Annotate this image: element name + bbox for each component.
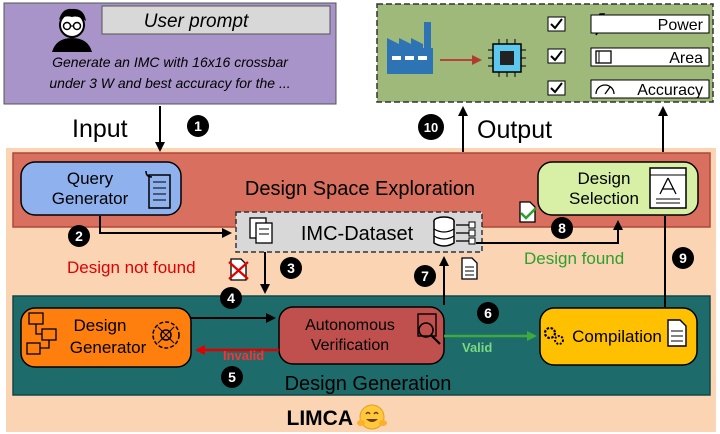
design-selection-line-1: Design xyxy=(578,169,631,188)
blueprint-icon xyxy=(649,167,687,209)
found-document-icon xyxy=(519,201,537,223)
step-badge-7: 7 xyxy=(414,265,436,287)
gear-idea-icon xyxy=(152,321,180,349)
query-generator-line-1: Query xyxy=(67,169,114,188)
check-row-area: Area xyxy=(547,47,710,67)
autonomous-verification-line-1: Autonomous xyxy=(305,317,395,334)
query-generator-node: Query Generator xyxy=(20,161,182,216)
dataset-document-icon xyxy=(461,257,478,280)
output-panel: Power Area Accuracy xyxy=(376,3,714,103)
svg-text:5: 5 xyxy=(228,369,236,385)
svg-text:9: 9 xyxy=(679,250,687,266)
step-badge-5: 5 xyxy=(221,366,243,388)
document-icon xyxy=(667,319,687,347)
arrow-query-to-dataset xyxy=(99,216,232,238)
area-icon xyxy=(595,50,612,64)
output-label: Output xyxy=(477,116,552,144)
not-found-document-icon xyxy=(228,258,249,281)
compilation-node: Compilation xyxy=(539,307,698,366)
user-prompt-panel: User prompt Generate an IMC with 16x16 c… xyxy=(3,2,337,105)
step-badge-6: 6 xyxy=(477,302,499,324)
gen-label: Design Generation xyxy=(285,373,452,395)
gauge-icon xyxy=(595,84,615,95)
gears-icon xyxy=(543,326,564,345)
valid-label: Valid xyxy=(462,340,492,355)
svg-text:10: 10 xyxy=(424,120,438,135)
design-generator-line-1: Design xyxy=(74,316,127,335)
query-generator-line-2: Generator xyxy=(52,189,129,208)
step-badge-10: 10 xyxy=(418,114,444,140)
invalid-label: Invalid xyxy=(223,348,264,363)
flowchart-icon xyxy=(26,312,57,355)
svg-text:8: 8 xyxy=(558,220,566,236)
step-badge-1: 1 xyxy=(187,115,209,137)
svg-text:2: 2 xyxy=(75,228,83,244)
check-row-accuracy: Accuracy xyxy=(547,79,710,99)
user-avatar-icon xyxy=(52,8,92,52)
factory-icon xyxy=(387,22,433,74)
prompt-title: User prompt xyxy=(144,11,249,32)
dse-label: Design Space Exploration xyxy=(245,178,475,200)
svg-text:1: 1 xyxy=(194,118,202,134)
chip-icon xyxy=(488,39,526,77)
step-badge-9: 9 xyxy=(672,247,694,269)
check-label-accuracy: Accuracy xyxy=(637,82,703,99)
limca-label: LIMCA xyxy=(287,407,354,430)
autonomous-verification-line-2: Verification xyxy=(311,337,389,354)
design-found-label: Design found xyxy=(524,249,624,268)
documents-icon xyxy=(249,217,273,244)
design-selection-line-2: Selection xyxy=(569,189,639,208)
compilation-label: Compilation xyxy=(572,327,662,346)
svg-text:3: 3 xyxy=(287,260,295,276)
check-label-area: Area xyxy=(669,50,703,67)
design-generator-line-2: Generator xyxy=(70,338,147,357)
autonomous-verification-node: Autonomous Verification xyxy=(278,306,445,365)
imc-dataset-node: IMC-Dataset xyxy=(235,211,483,253)
scroll-icon xyxy=(145,170,171,209)
prompt-line-2: under 3 W and best accuracy for the ... xyxy=(49,75,290,91)
step-badge-3: 3 xyxy=(280,257,302,279)
svg-text:7: 7 xyxy=(421,268,429,284)
check-row-power: Power xyxy=(547,13,710,36)
input-label: Input xyxy=(72,115,128,143)
design-generator-node: Design Generator xyxy=(20,307,192,368)
design-not-found-label: Design not found xyxy=(67,258,196,277)
step-badge-2: 2 xyxy=(68,225,90,247)
hugging-face-icon xyxy=(357,404,387,430)
svg-text:4: 4 xyxy=(227,290,235,306)
imc-dataset-label: IMC-Dataset xyxy=(301,223,414,245)
svg-text:6: 6 xyxy=(484,305,492,321)
design-selection-node: Design Selection xyxy=(537,161,699,216)
database-icon xyxy=(433,216,476,247)
arrow-dataset-to-selection xyxy=(476,220,623,244)
magnifier-document-icon xyxy=(417,313,441,345)
prompt-line-1: Generate an IMC with 16x16 crossbar xyxy=(52,54,289,70)
check-label-power: Power xyxy=(658,17,704,34)
step-badge-8: 8 xyxy=(551,217,573,239)
step-badge-4: 4 xyxy=(220,287,242,309)
